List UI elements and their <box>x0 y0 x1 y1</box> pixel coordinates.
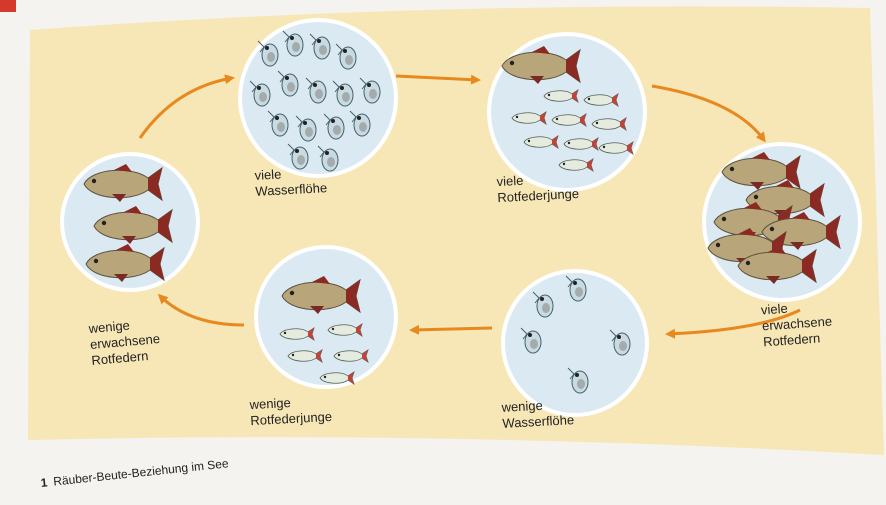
fish-cluster-few-adult <box>84 164 172 282</box>
caption-number: 1 <box>40 475 48 490</box>
arrow-daphnia-to-few-young <box>412 328 492 330</box>
label-many-daphnia: viele Wasserflöhe <box>254 164 327 200</box>
label-few-adult: wenige erwachsene Rotfedern <box>88 315 162 369</box>
label-many-adult: viele erwachsene Rotfedern <box>760 298 833 351</box>
label-many-young: viele Rotfederjunge <box>496 170 579 206</box>
label-few-young: wenige Rotfederjunge <box>249 393 332 429</box>
label-few-daphnia: wenige Wasserflöhe <box>501 396 574 432</box>
circle-few-young <box>256 247 396 387</box>
